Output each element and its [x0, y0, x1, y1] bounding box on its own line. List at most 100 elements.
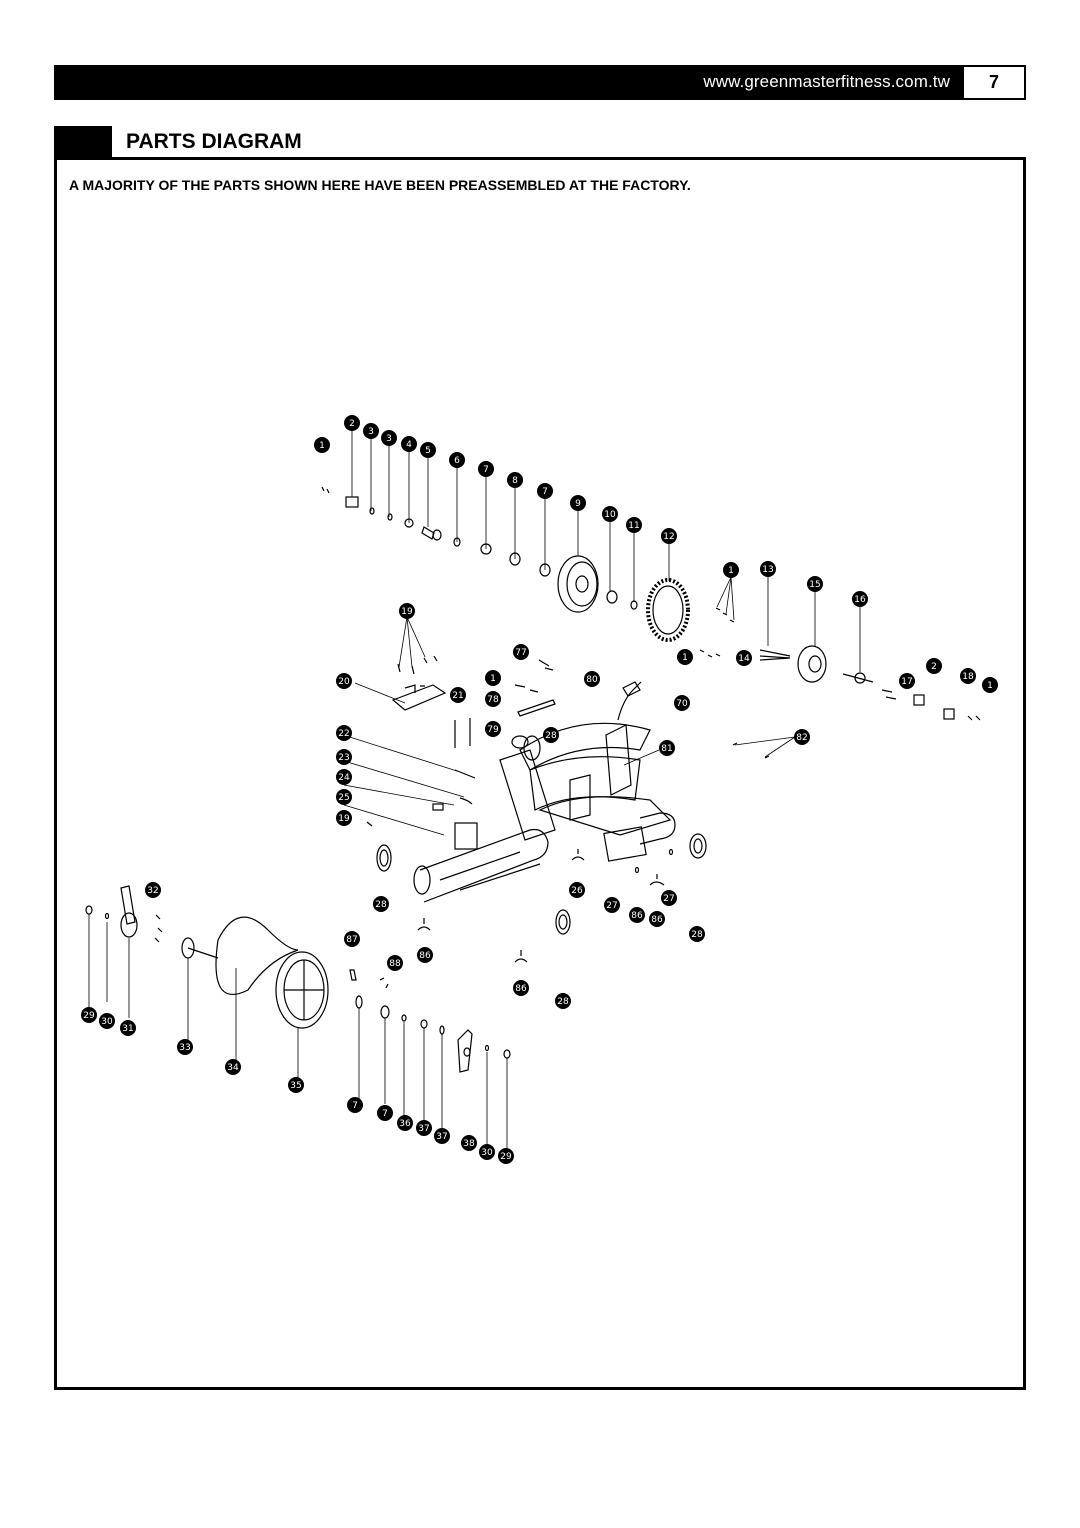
callout-29: 29 [81, 1007, 97, 1023]
callout-bubble [507, 472, 523, 488]
callout-2: 2 [344, 415, 360, 431]
callout-19: 19 [399, 603, 415, 619]
callout-label: 28 [545, 731, 557, 741]
callout-7: 7 [537, 483, 553, 499]
callout-label: 19 [401, 607, 413, 617]
section-header: PARTS DIAGRAM [54, 126, 1026, 158]
callout-8: 8 [507, 472, 523, 488]
callout-86: 86 [417, 947, 433, 963]
callout-7: 7 [478, 461, 494, 477]
callout-bubble [584, 671, 600, 687]
callout-bubble [479, 1144, 495, 1160]
callout-77: 77 [513, 644, 529, 660]
callout-bubble [145, 882, 161, 898]
callout-label: 11 [628, 521, 639, 531]
callout-30: 30 [99, 1013, 115, 1029]
callout-label: 1 [728, 566, 734, 576]
callout-label: 4 [406, 440, 412, 450]
header-bar: www.greenmasterfitness.com.tw 7 [54, 65, 1026, 100]
callout-1: 1 [485, 670, 501, 686]
callout-37: 37 [434, 1128, 450, 1144]
leader-lines [88, 431, 861, 1154]
callout-label: 1 [490, 674, 496, 684]
callout-label: 14 [738, 654, 750, 664]
callout-13: 13 [760, 561, 776, 577]
callout-79: 79 [485, 721, 501, 737]
callout-21: 21 [450, 687, 466, 703]
callout-label: 5 [425, 446, 431, 456]
callout-label: 28 [375, 900, 387, 910]
callout-label: 30 [481, 1148, 493, 1158]
callout-label: 27 [606, 901, 617, 911]
callout-1: 1 [982, 677, 998, 693]
callout-bubble [225, 1059, 241, 1075]
callout-bubble [569, 882, 585, 898]
callout-label: 32 [147, 886, 158, 896]
callout-70: 70 [674, 695, 690, 711]
callout-label: 16 [854, 595, 866, 605]
callout-bubble [649, 911, 665, 927]
callout-bubble [336, 673, 352, 689]
section-marker [54, 126, 112, 158]
callout-label: 37 [436, 1132, 447, 1142]
callout-1: 1 [723, 562, 739, 578]
callout-32: 32 [145, 882, 161, 898]
callout-label: 36 [399, 1119, 411, 1129]
callout-bubble [461, 1135, 477, 1151]
callout-34: 34 [225, 1059, 241, 1075]
callout-label: 86 [419, 951, 431, 961]
callout-label: 7 [542, 487, 548, 497]
callout-bubble [336, 789, 352, 805]
callout-bubble [723, 562, 739, 578]
callout-86: 86 [649, 911, 665, 927]
callout-bubble [852, 591, 868, 607]
callout-label: 22 [338, 729, 349, 739]
callout-86: 86 [629, 907, 645, 923]
callout-1: 1 [314, 437, 330, 453]
callout-bubble [99, 1013, 115, 1029]
callout-label: 7 [352, 1101, 358, 1111]
callout-bubble [81, 1007, 97, 1023]
callout-label: 86 [631, 911, 643, 921]
callout-bubble [485, 691, 501, 707]
callout-label: 13 [762, 565, 773, 575]
callout-33: 33 [177, 1039, 193, 1055]
callout-bubble [397, 1115, 413, 1131]
callout-82: 82 [794, 729, 810, 745]
callout-label: 1 [987, 681, 993, 691]
callout-bubble [344, 415, 360, 431]
callout-label: 29 [83, 1011, 95, 1021]
callout-label: 15 [809, 580, 820, 590]
website-url[interactable]: www.greenmasterfitness.com.tw [703, 72, 950, 91]
callout-label: 18 [962, 672, 974, 682]
callout-bubble [420, 442, 436, 458]
diagram-frame: A MAJORITY OF THE PARTS SHOWN HERE HAVE … [54, 157, 1026, 1390]
callout-label: 23 [338, 753, 349, 763]
callout-label: 79 [487, 725, 499, 735]
callout-28: 28 [555, 993, 571, 1009]
callout-24: 24 [336, 769, 352, 785]
callout-label: 17 [901, 677, 912, 687]
callout-78: 78 [485, 691, 501, 707]
callout-35: 35 [288, 1077, 304, 1093]
callout-26: 26 [569, 882, 585, 898]
callout-80: 80 [584, 671, 600, 687]
parts-drawing [85, 486, 981, 1073]
callout-label: 33 [179, 1043, 190, 1053]
callout-bubble [377, 1105, 393, 1121]
callout-bubble [363, 423, 379, 439]
callout-label: 78 [487, 695, 499, 705]
callout-5: 5 [420, 442, 436, 458]
callout-label: 2 [349, 419, 355, 429]
callout-label: 1 [319, 441, 325, 451]
callout-38: 38 [461, 1135, 477, 1151]
callout-label: 27 [663, 894, 674, 904]
callout-2: 2 [926, 658, 942, 674]
callout-bubble [661, 890, 677, 906]
callout-label: 86 [651, 915, 663, 925]
callout-label: 28 [691, 930, 703, 940]
callout-29: 29 [498, 1148, 514, 1164]
callout-28: 28 [543, 727, 559, 743]
callout-bubble [381, 430, 397, 446]
